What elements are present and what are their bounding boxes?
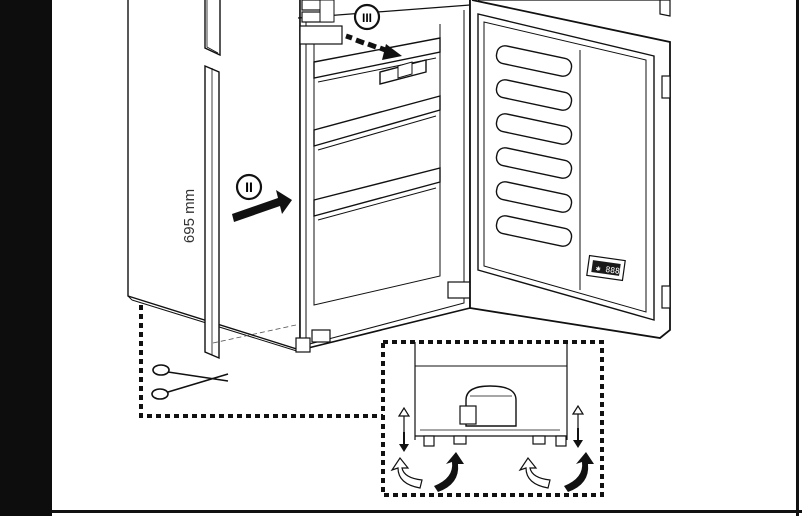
fridge-door-top — [478, 0, 671, 17]
seal-strip-lower — [204, 64, 220, 360]
freezer-drawer-2 — [313, 95, 441, 151]
dashed-arrow-icon — [345, 33, 402, 60]
seal-strip-upper — [204, 0, 221, 57]
scissors-icon — [151, 364, 229, 400]
bottom-frame-edge — [52, 510, 802, 513]
left-dark-band — [0, 0, 52, 516]
up-arrow-icon — [397, 404, 585, 432]
svg-text:✱ 888: ✱ 888 — [595, 264, 620, 276]
door-hinges — [661, 75, 671, 309]
adjustable-feet — [423, 435, 567, 447]
step-two-badge — [235, 173, 263, 201]
step-three-badge — [353, 3, 381, 31]
freezer-drawer-3 — [313, 167, 441, 221]
step-three-label: III — [362, 11, 372, 25]
step-two-label: II — [245, 179, 253, 195]
rotate-arrow-icon — [390, 452, 594, 492]
top-hinge-bracket — [299, 0, 343, 45]
compressor-icon — [459, 385, 517, 427]
control-display-panel: ✱ 888 — [586, 254, 626, 282]
down-arrow-icon — [399, 428, 583, 452]
right-frame-edge — [796, 0, 799, 516]
drawer-handle-clip — [379, 59, 427, 85]
push-arrow-icon — [232, 190, 292, 222]
dashed-outline-left — [139, 305, 383, 418]
door-shelves — [495, 45, 573, 247]
cut-guide-line — [212, 324, 297, 344]
dimension-label: 695 mm — [181, 189, 198, 243]
